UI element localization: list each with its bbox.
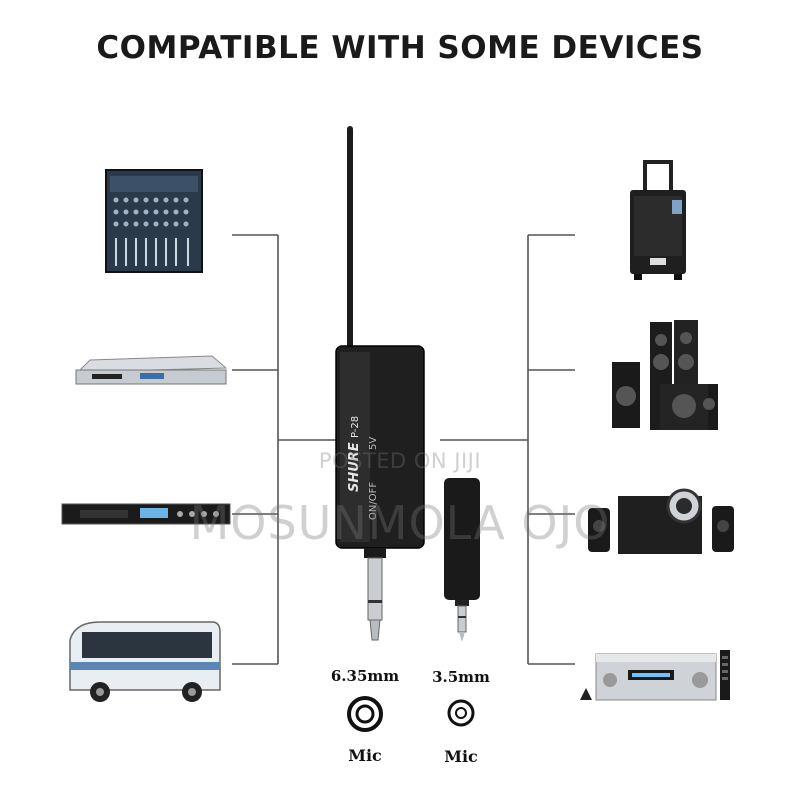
right-connector-lines	[440, 234, 575, 665]
dvd-player-image	[75, 355, 228, 385]
watermark-line-1: POSTED ON JIJI	[318, 449, 482, 473]
tour-bus-image	[69, 621, 221, 702]
av-receiver-image	[580, 650, 730, 701]
adapter-3-5mm	[444, 478, 480, 642]
jack-3-5mm-icon	[447, 699, 475, 727]
connector-size-label: 3.5mm	[432, 668, 490, 686]
antenna	[347, 126, 353, 354]
page-title: COMPATIBLE WITH SOME DEVICES	[96, 30, 704, 66]
rack-processor-image	[61, 503, 231, 525]
trolley-speaker-image	[630, 160, 686, 280]
audio-mixer-image	[105, 169, 203, 273]
receiver-power-label: 5V	[368, 437, 379, 450]
desktop-speaker-set-image	[588, 488, 734, 554]
connector-kind-label: Mic	[444, 747, 478, 766]
receiver-model: P-28	[350, 416, 361, 438]
watermark-line-2: MOSUNMOLA OJO	[189, 496, 611, 550]
plug-6-35mm	[367, 557, 383, 621]
wireless-receiver	[335, 126, 425, 641]
jack-6-35mm-icon	[347, 696, 383, 732]
receiver-switch-label: ON/OFF	[368, 482, 379, 520]
left-connector-lines	[232, 234, 336, 665]
receiver-brand: SHURE	[347, 442, 362, 492]
tower-speakers-image	[612, 320, 718, 430]
connector-size-label: 6.35mm	[330, 667, 400, 685]
adapter-body	[444, 478, 480, 600]
connector-kind-label: Mic	[348, 746, 382, 765]
